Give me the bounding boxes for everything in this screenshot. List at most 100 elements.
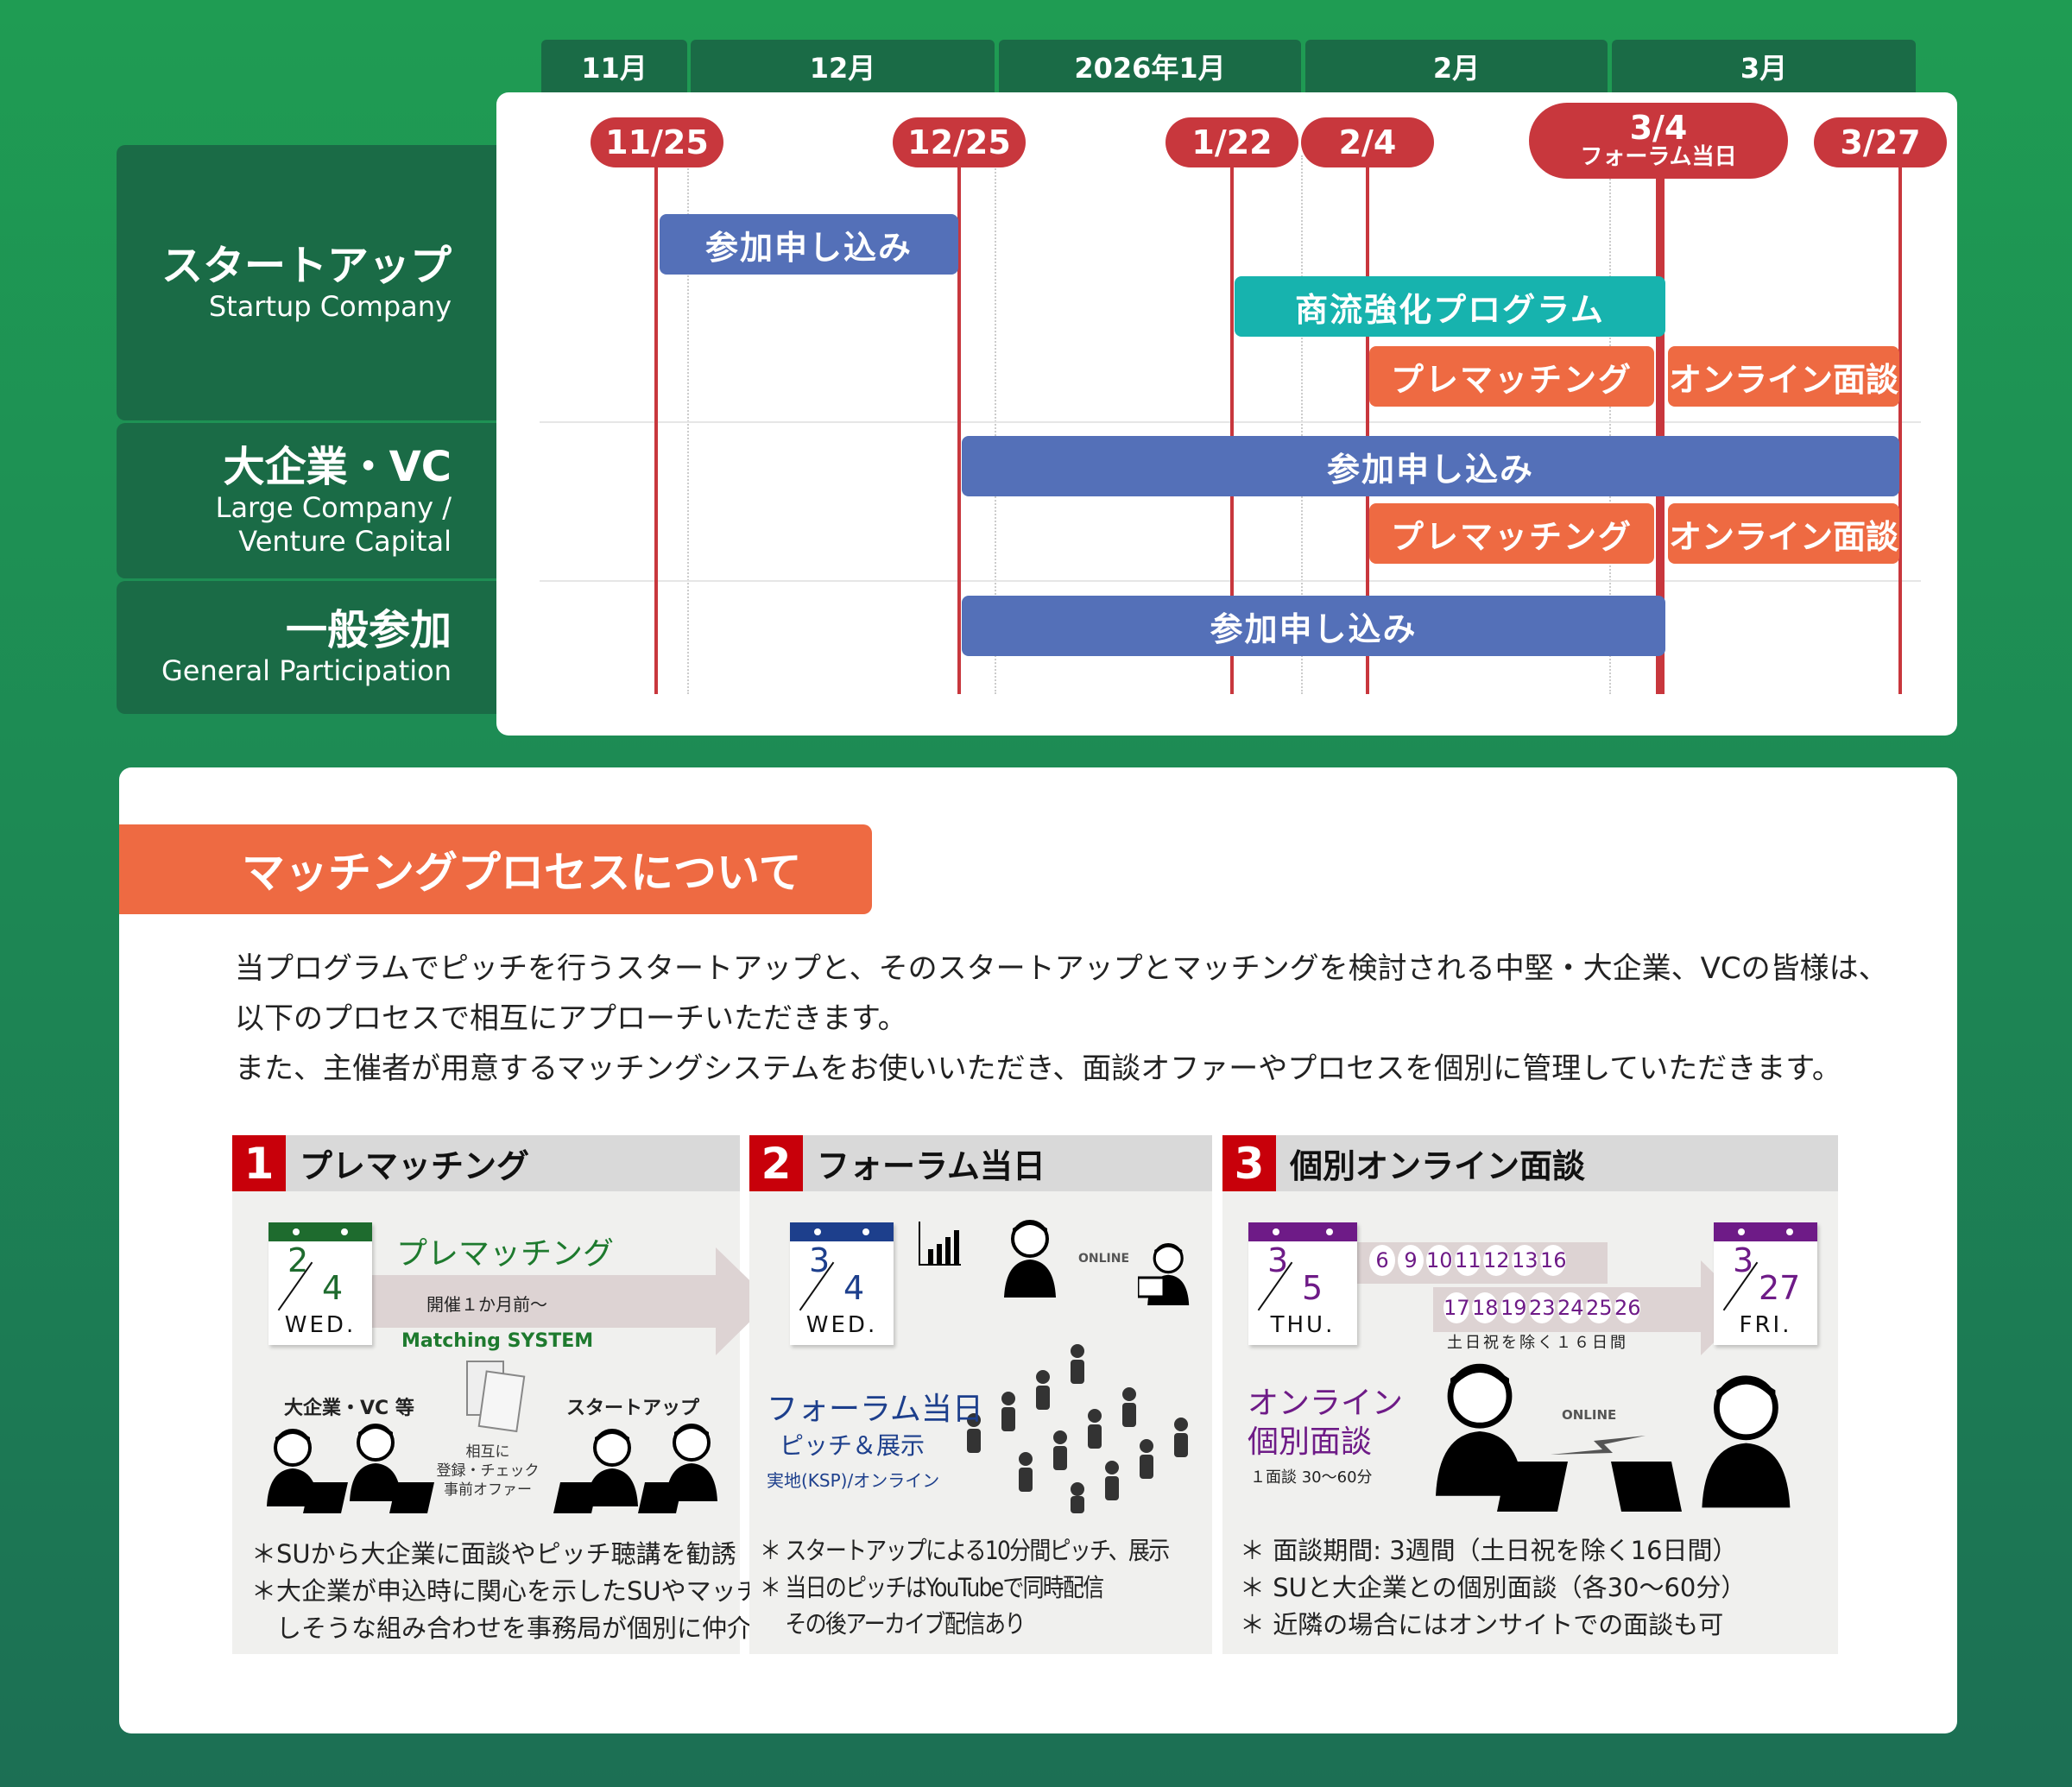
step-prematching: 1 プレマッチング 2 4 WED. プレマッチング 開催１か月前～ Match… (232, 1135, 771, 1654)
cal-day: 4 (843, 1269, 865, 1307)
row-jp: 一般参加 (285, 606, 452, 655)
bar-large-online: オンライン面談 (1668, 503, 1899, 564)
day-circle: 16 (1540, 1245, 1567, 1276)
cal-day: 27 (1759, 1269, 1801, 1307)
grid-line (687, 155, 689, 694)
date-line-forum (1656, 155, 1665, 694)
day-circle: 10 (1426, 1245, 1453, 1276)
duration-label: １面談 30～60分 (1250, 1468, 1373, 1487)
day-circle: 13 (1512, 1245, 1538, 1276)
bar-startup-prematching: プレマッチング (1369, 346, 1654, 407)
date-pill: 2/4 (1301, 117, 1434, 167)
day-circle: 17 (1443, 1292, 1470, 1323)
company-people-illustration (267, 1424, 434, 1513)
step-header (232, 1135, 740, 1191)
bullet: ＊SUから大企業に面談やピッチ聴講を勧誘 (251, 1539, 736, 1569)
bar-large-apply: 参加申し込み (962, 436, 1899, 496)
cal-month: 3 (1733, 1241, 1754, 1279)
meeting-person-right-illustration (1611, 1358, 1801, 1512)
meeting-person-left-illustration (1421, 1358, 1568, 1512)
date-line (957, 155, 961, 694)
row-label-large-company: 大企業・VC Large Company / Venture Capital (117, 423, 496, 578)
date-pill-forum: 3/4 フォーラム当日 (1529, 103, 1788, 179)
calendar-icon: 3 4 WED. (790, 1222, 894, 1345)
online-viewer-illustration (1138, 1243, 1191, 1307)
bullet: その後アーカイブ配信あり (760, 1609, 1026, 1639)
calendar-end-icon: 3 27 FRI. (1714, 1222, 1817, 1345)
arrow-head-icon (716, 1247, 771, 1355)
step-number: 1 (232, 1135, 286, 1191)
grid-line (995, 155, 996, 694)
calendar-start-icon: 3 5 THU. (1248, 1222, 1357, 1345)
bullet: ＊大企業が申込時に関心を示したSUやマッチ (251, 1576, 761, 1606)
bullet: ＊ 面談期間: 3週間（土日祝を除く16日間） (1240, 1536, 1738, 1565)
step-label: プレマッチング (396, 1236, 615, 1272)
grid-line (1301, 155, 1303, 694)
bar-startup-online: オンライン面談 (1668, 346, 1899, 407)
step-number: 3 (1222, 1135, 1276, 1191)
step-forum-day: 2 フォーラム当日 3 4 WED. ONLINE フォーラム当日 ピッチ＆展示… (749, 1135, 1212, 1654)
row-en: Venture Capital (238, 524, 452, 558)
step-title: 個別オンライン面談 (1290, 1147, 1586, 1185)
step-header (1222, 1135, 1838, 1191)
mutual-text: 相互に 登録・チェック 事前オファー (436, 1443, 540, 1500)
step-label: フォーラム当日 (767, 1392, 983, 1427)
cal-weekday: FRI. (1739, 1312, 1792, 1338)
step-header (749, 1135, 1212, 1191)
calendar-header (1714, 1222, 1817, 1241)
date-line (1898, 155, 1902, 694)
document-icon (466, 1361, 526, 1433)
month-mar: 3月 (1612, 40, 1916, 93)
step-sub: 開催１か月前～ (426, 1294, 547, 1315)
day-circle: 18 (1472, 1292, 1499, 1323)
bar-general-apply: 参加申し込み (962, 596, 1665, 656)
row-en: General Participation (161, 654, 452, 688)
forum-label: フォーラム当日 (1580, 144, 1737, 171)
presenter-illustration (919, 1220, 1058, 1299)
mutual-line: 登録・チェック (436, 1462, 540, 1481)
step-place: 実地(KSP)/オンライン (767, 1470, 940, 1491)
step-title: プレマッチング (300, 1147, 530, 1185)
calendar-icon: 2 4 WED. (268, 1222, 372, 1345)
section-title: マッチングプロセスについて (119, 824, 872, 914)
date-line (654, 155, 658, 694)
intro-line: また、主催者が用意するマッチングシステムをお使いいただき、面談オファーやプロセス… (235, 1051, 1841, 1086)
date-pill: 12/25 (893, 117, 1026, 167)
month-dec: 12月 (691, 40, 995, 93)
row-label-startup: スタートアップ Startup Company (117, 145, 496, 420)
arrow-band (370, 1275, 716, 1328)
bullet: ＊ SUと大企業との個別面談（各30～60分） (1240, 1573, 1747, 1602)
step-label: オンライン 個別面談 (1248, 1384, 1403, 1462)
calendar-header (268, 1222, 372, 1241)
date-pill: 11/25 (591, 117, 723, 167)
intro-line: 以下のプロセスで相互にアプローチいただきます。 (235, 1001, 907, 1036)
cal-weekday: WED. (284, 1312, 357, 1338)
day-circle: 6 (1369, 1245, 1395, 1276)
cal-month: 3 (809, 1241, 831, 1279)
day-circle: 9 (1398, 1245, 1424, 1276)
label-line: 個別面談 (1248, 1424, 1373, 1460)
date-pill: 3/27 (1814, 117, 1947, 167)
bar-large-prematching: プレマッチング (1369, 503, 1654, 564)
mutual-line: 相互に (465, 1443, 510, 1461)
month-jan: 2026年1月 (999, 40, 1301, 93)
audience-illustration (967, 1344, 1188, 1513)
day-circle: 26 (1614, 1292, 1641, 1323)
row-label-general: 一般参加 General Participation (117, 581, 496, 714)
day-circle: 11 (1455, 1245, 1481, 1276)
step-title: フォーラム当日 (817, 1147, 1045, 1185)
day-circle: 25 (1586, 1292, 1613, 1323)
cal-weekday: WED. (805, 1312, 878, 1338)
days-note: 土日祝を除く１６日間 (1447, 1334, 1628, 1352)
intro-line: 当プログラムでピッチを行うスタートアップと、そのスタートアップとマッチングを検討… (235, 951, 1888, 986)
large-company-label: 大企業・VC 等 (284, 1398, 414, 1419)
day-circle: 24 (1557, 1292, 1584, 1323)
bullet: ＊ 近隣の場合にはオンサイトでの面談も可 (1240, 1610, 1724, 1639)
grid-line (1609, 155, 1611, 694)
bullet: しそうな組み合わせを事務局が個別に仲介 (251, 1613, 753, 1643)
mutual-line: 事前オファー (444, 1481, 532, 1500)
row-en: Large Company / (215, 491, 452, 525)
